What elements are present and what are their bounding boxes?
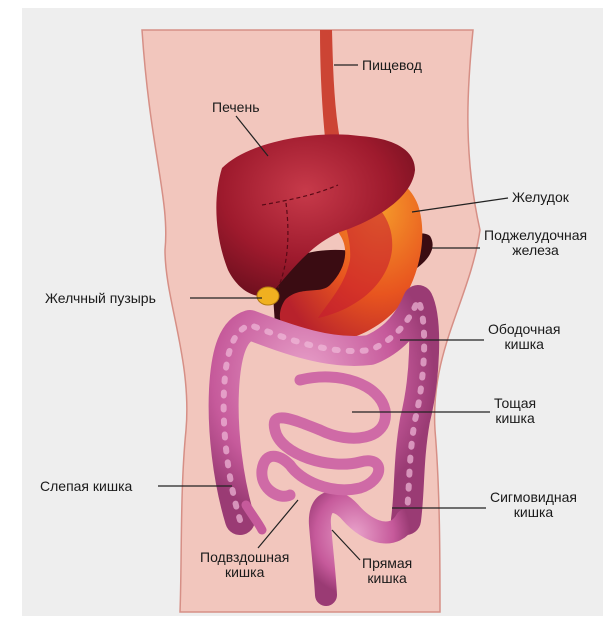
label-jejunum-line2: кишка bbox=[494, 411, 536, 426]
label-sigmoid-line2: кишка bbox=[490, 505, 577, 520]
label-ileum-line2: кишка bbox=[200, 565, 289, 580]
label-gallbladder: Желчный пузырь bbox=[45, 291, 156, 306]
label-ileum: Подвздошная кишка bbox=[200, 550, 289, 580]
label-colon: Ободочная кишка bbox=[488, 322, 560, 352]
label-rectum-line2: кишка bbox=[362, 571, 412, 586]
label-stomach: Желудок bbox=[512, 190, 569, 205]
label-sigmoid-line1: Сигмовидная bbox=[490, 490, 577, 505]
label-rectum-line1: Прямая bbox=[362, 556, 412, 571]
label-sigmoid: Сигмовидная кишка bbox=[490, 490, 577, 520]
label-jejunum: Тощая кишка bbox=[494, 396, 536, 426]
label-jejunum-line1: Тощая bbox=[494, 396, 536, 411]
label-ileum-line1: Подвздошная bbox=[200, 550, 289, 565]
label-pancreas: Поджелудочная железа bbox=[484, 228, 587, 258]
label-colon-line2: кишка bbox=[488, 337, 560, 352]
label-colon-line1: Ободочная bbox=[488, 322, 560, 337]
label-liver: Печень bbox=[212, 100, 260, 115]
label-esophagus: Пищевод bbox=[362, 58, 422, 73]
label-pancreas-line2: железа bbox=[484, 243, 587, 258]
gallbladder-organ bbox=[257, 287, 279, 305]
label-pancreas-line1: Поджелудочная bbox=[484, 228, 587, 243]
label-cecum: Слепая кишка bbox=[40, 479, 132, 494]
label-rectum: Прямая кишка bbox=[362, 556, 412, 586]
